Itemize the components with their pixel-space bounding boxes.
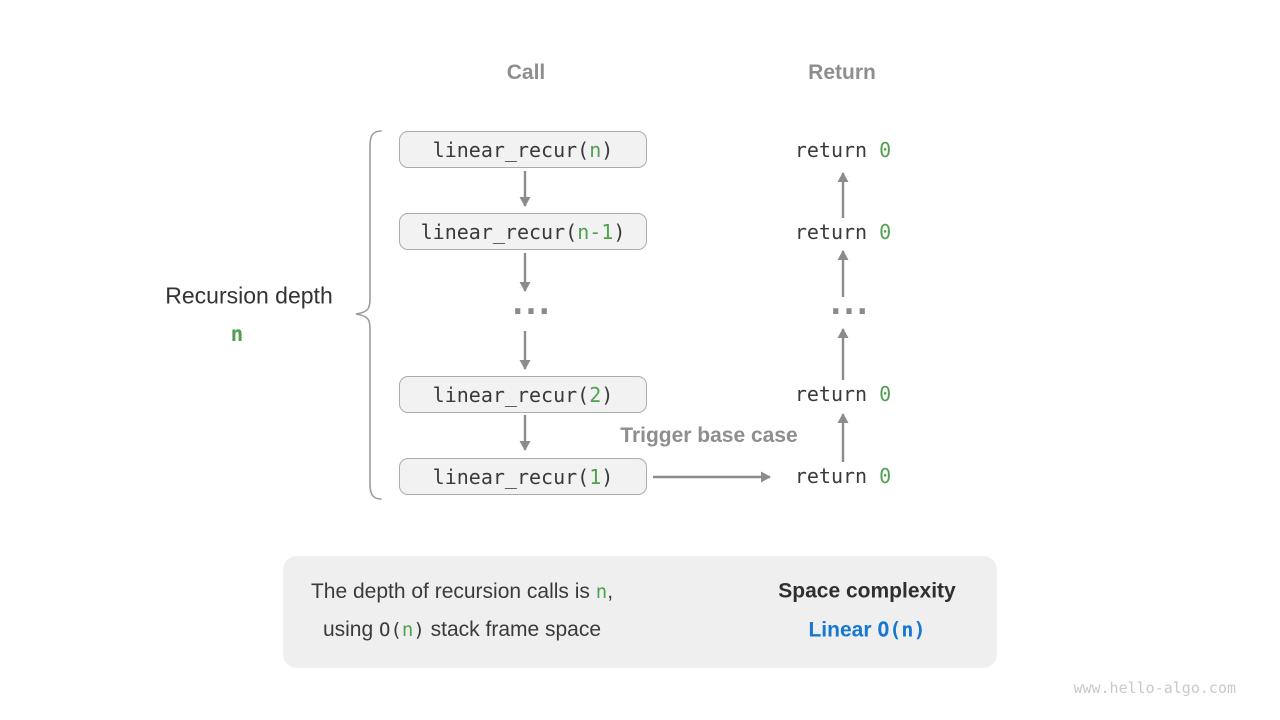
watermark: www.hello-algo.com (1073, 679, 1236, 697)
call-box-n-code: linear_recur(n) (432, 137, 614, 162)
call-box-2: linear_recur(2) (399, 376, 647, 413)
return-value: 0 (879, 220, 892, 244)
return-statement-4: return 0 (794, 464, 892, 488)
summary-line-1: The depth of recursion calls is n, (310, 580, 614, 603)
call-arg: 2 (589, 382, 602, 407)
recursion-depth-value: n (230, 322, 244, 346)
call-arg: n (589, 137, 602, 162)
space-complexity-value: Linear O(n) (808, 617, 926, 642)
call-arg: 1 (589, 464, 602, 489)
summary-var: n (401, 619, 414, 641)
summary-line-2: using O(n) stack frame space (322, 618, 602, 641)
return-statement-1: return 0 (794, 138, 892, 162)
summary-var: n (595, 581, 608, 603)
return-statement-3: return 0 (794, 382, 892, 406)
return-value: 0 (879, 464, 892, 488)
call-box-n-1-code: linear_recur(n-1) (420, 219, 626, 244)
call-box-2-code: linear_recur(2) (432, 382, 614, 407)
recursion-depth-brace (355, 130, 382, 500)
call-arg: n-1 (577, 219, 614, 244)
call-box-1-code: linear_recur(1) (432, 464, 614, 489)
return-value: 0 (879, 382, 892, 406)
return-column-ellipsis: ... (826, 284, 872, 322)
call-box-1: linear_recur(1) (399, 458, 647, 495)
return-value: 0 (879, 138, 892, 162)
call-column-ellipsis: ... (508, 284, 554, 322)
trigger-base-case-label: Trigger base case (620, 424, 798, 447)
call-box-n: linear_recur(n) (399, 131, 647, 168)
summary-text: The depth of recursion calls is n, using… (311, 573, 613, 649)
call-box-n-1: linear_recur(n-1) (399, 213, 647, 250)
return-statement-2: return 0 (794, 220, 892, 244)
return-column-header: Return (808, 61, 876, 84)
call-column-header: Call (506, 61, 546, 84)
recursion-depth-label: Recursion depth (165, 282, 333, 309)
space-complexity-title: Space complexity (778, 579, 956, 603)
summary-result: Space complexity Linear O(n) (778, 573, 955, 650)
summary-box (283, 556, 997, 668)
